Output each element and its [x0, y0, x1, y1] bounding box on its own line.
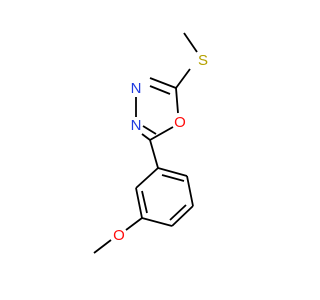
bond-c5-phenyl — [149, 139, 159, 169]
bond-ring-3 — [171, 205, 194, 227]
bond-n4-c5-double-outer — [141, 133, 151, 141]
bond-ring-5 — [135, 187, 143, 219]
bond-ring-2 — [186, 175, 194, 207]
bond-sulfur-c2 — [175, 68, 191, 89]
nitrogen-atom-4: N — [131, 117, 142, 134]
bond-ring-1 — [157, 167, 188, 177]
sulfur-atom: S — [198, 52, 208, 69]
bond-ring-oxygen — [125, 217, 143, 231]
bond-c5-o1 — [149, 126, 174, 141]
bond-ring-5-inner — [141, 190, 148, 214]
molecule-structure: S N N O O — [93, 32, 208, 254]
bond-c2-n3-double-inner — [149, 85, 171, 95]
bond-ring-4 — [141, 217, 173, 227]
bond-ring-6 — [135, 167, 159, 189]
atom-labels: S N N O O — [113, 52, 208, 244]
bond-ring-1-inner — [161, 174, 185, 182]
ring-oxygen-atom: O — [174, 114, 186, 131]
methoxy-oxygen-atom: O — [113, 227, 125, 244]
bond-ring-3-inner — [169, 204, 187, 221]
bond-o1-c2 — [175, 87, 179, 114]
bond-c2-n3-double-outer — [149, 77, 177, 89]
nitrogen-atom-3: N — [131, 80, 142, 97]
bonds — [93, 32, 198, 254]
bond-oxygen-methyl — [93, 239, 112, 254]
bond-n4-c5-double-inner — [142, 125, 157, 135]
bond-methyl-sulfur — [183, 32, 198, 53]
